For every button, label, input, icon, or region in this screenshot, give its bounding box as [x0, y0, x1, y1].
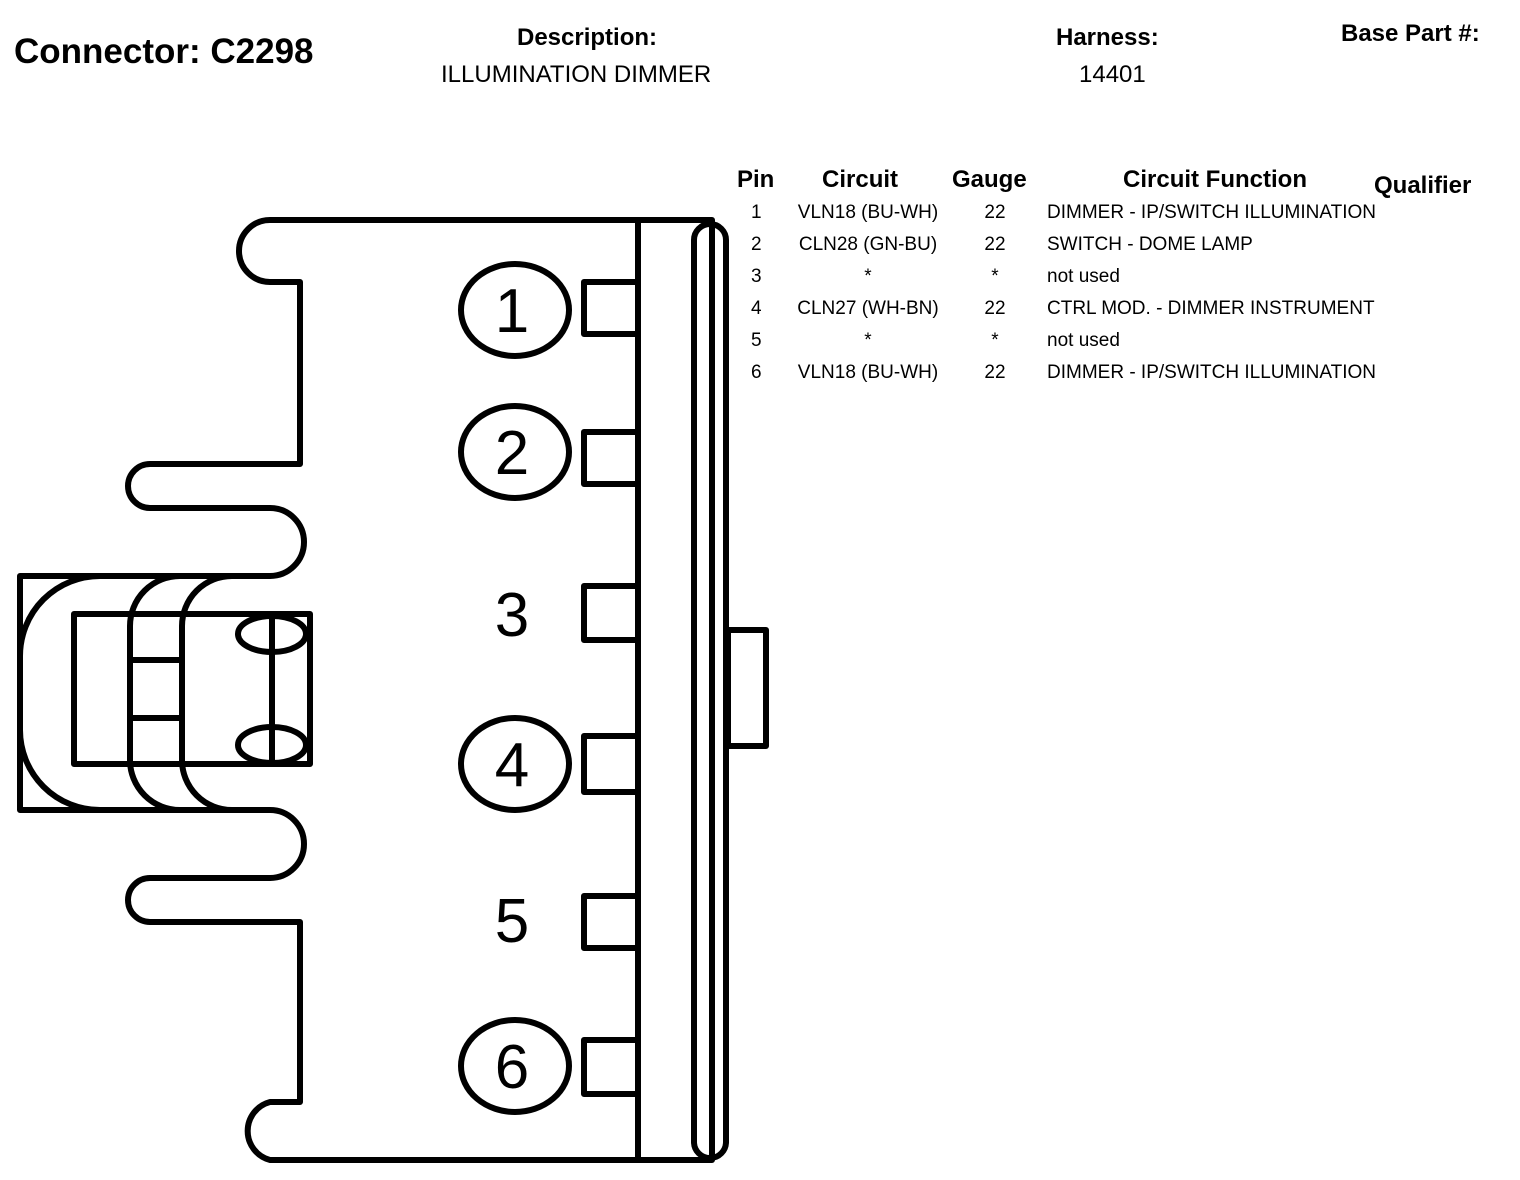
circuit-code: VLN18 (BU-WH) [797, 202, 939, 223]
column-header-circuit: Circuit [822, 166, 899, 193]
circuit-function: SWITCH - DOME LAMP [1047, 234, 1253, 255]
table-row: 4 CLN27 (WH-BN) 22 CTRL MOD. - DIMMER IN… [735, 296, 1495, 328]
cavity-circle-2 [458, 403, 572, 501]
latch-outline-inner [179, 573, 235, 813]
cavity-label-3: 3 [495, 581, 529, 650]
connector-title: Connector: C2298 [14, 32, 314, 71]
latch-outline-outer [17, 573, 103, 813]
wire-gauge: * [991, 266, 999, 287]
description-label: Description: [517, 24, 658, 51]
pin-number: 5 [751, 330, 762, 351]
circuit-function: CTRL MOD. - DIMMER INSTRUMENT [1047, 298, 1375, 319]
cavity-label-5: 5 [495, 887, 529, 956]
harness-value: 14401 [1079, 61, 1146, 88]
latch-rect [71, 611, 313, 767]
cavity-circle-1 [458, 261, 572, 359]
table-row: 2 CLN28 (GN-BU) 22 SWITCH - DOME LAMP [735, 232, 1495, 264]
table-row: 5 * * not used [735, 328, 1495, 360]
pin-number: 4 [751, 298, 762, 319]
description-value: ILLUMINATION DIMMER [441, 61, 712, 88]
base-part-label: Base Part #: [1341, 20, 1480, 47]
pin-number: 6 [751, 362, 762, 383]
wire-gauge: 22 [984, 202, 1006, 223]
cavity-label-2: 2 [495, 419, 529, 488]
circuit-code: VLN18 (BU-WH) [797, 362, 939, 383]
cavity-label-1: 1 [495, 277, 529, 346]
wire-gauge: 22 [984, 362, 1006, 383]
circuit-function: DIMMER - IP/SWITCH ILLUMINATION [1047, 362, 1376, 383]
column-header-qualifier: Qualifier [1374, 172, 1472, 199]
column-header-gauge: Gauge [952, 166, 1027, 193]
pin-number: 1 [751, 202, 762, 223]
column-header-circuit-function: Circuit Function [1123, 166, 1307, 193]
circuit-code: CLN28 (GN-BU) [798, 234, 938, 255]
connector-side-tab [725, 627, 769, 749]
circuit-function: not used [1047, 266, 1120, 287]
harness-label: Harness: [1056, 24, 1159, 51]
circuit-code: CLN27 (WH-BN) [797, 298, 939, 319]
table-row: 6 VLN18 (BU-WH) 22 DIMMER - IP/SWITCH IL… [735, 360, 1495, 392]
cavity-label-4: 4 [495, 731, 529, 800]
table-row: 3 * * not used [735, 264, 1495, 296]
cavity-circle-4 [458, 715, 572, 813]
circuit-code: * [864, 330, 872, 351]
latch-outline-mid [127, 573, 183, 813]
wire-gauge: 22 [984, 298, 1006, 319]
circuit-code: * [864, 266, 872, 287]
wire-gauge: 22 [984, 234, 1006, 255]
connector-housing-outline [17, 217, 715, 1163]
wire-gauge: * [991, 330, 999, 351]
pin-number: 2 [751, 234, 762, 255]
circuit-function: not used [1047, 330, 1120, 351]
column-header-pin: Pin [737, 166, 775, 193]
pin-table: 1 VLN18 (BU-WH) 22 DIMMER - IP/SWITCH IL… [735, 200, 1495, 392]
cavity-circle-6 [458, 1017, 572, 1115]
circuit-function: DIMMER - IP/SWITCH ILLUMINATION [1047, 202, 1376, 223]
cavity-label-6: 6 [495, 1033, 529, 1102]
table-row: 1 VLN18 (BU-WH) 22 DIMMER - IP/SWITCH IL… [735, 200, 1495, 232]
pin-number: 3 [751, 266, 762, 287]
